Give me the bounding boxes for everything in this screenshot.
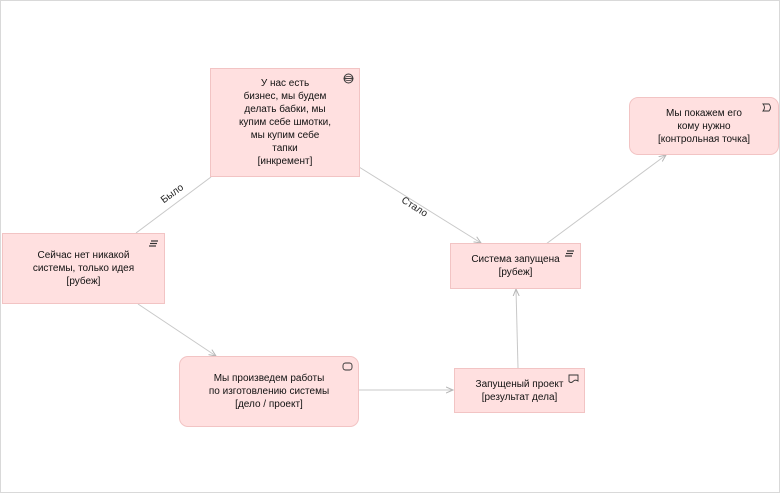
node-result-text: Запущеный проект [результат дела] (475, 378, 564, 403)
node-launched[interactable]: Система запущена [рубеж] (450, 243, 581, 289)
edge-result-to-launched[interactable] (516, 289, 518, 369)
edge-increment-to-now[interactable] (135, 176, 212, 234)
node-work[interactable]: Мы произведем работы по изготовлению сис… (179, 356, 359, 427)
plateau-layers-icon (565, 250, 574, 257)
plateau-layers-icon (149, 240, 158, 247)
deliverable-icon (568, 374, 579, 383)
edge-now-to-work[interactable] (137, 303, 216, 356)
work-package-icon (342, 362, 353, 371)
node-increment-text: У нас есть бизнес, мы будем делать бабки… (238, 78, 332, 167)
node-now[interactable]: Сейчас нет никакой системы, только идея … (2, 233, 165, 304)
plateau-icon (343, 73, 354, 84)
node-work-text: Мы произведем работы по изготовлению сис… (208, 373, 330, 410)
node-checkpoint-text: Мы покажем его кому нужно [контрольная т… (657, 107, 751, 145)
edge-increment-to-launched[interactable] (358, 166, 481, 243)
event-icon (762, 103, 771, 112)
node-checkpoint[interactable]: Мы покажем его кому нужно [контрольная т… (629, 97, 779, 155)
node-launched-text: Система запущена [рубеж] (471, 254, 560, 278)
edge-launched-to-checkpoint[interactable] (545, 155, 666, 245)
node-increment[interactable]: У нас есть бизнес, мы будем делать бабки… (210, 68, 360, 177)
node-result[interactable]: Запущеный проект [результат дела] (454, 368, 585, 413)
node-now-text: Сейчас нет никакой системы, только идея … (32, 250, 135, 287)
